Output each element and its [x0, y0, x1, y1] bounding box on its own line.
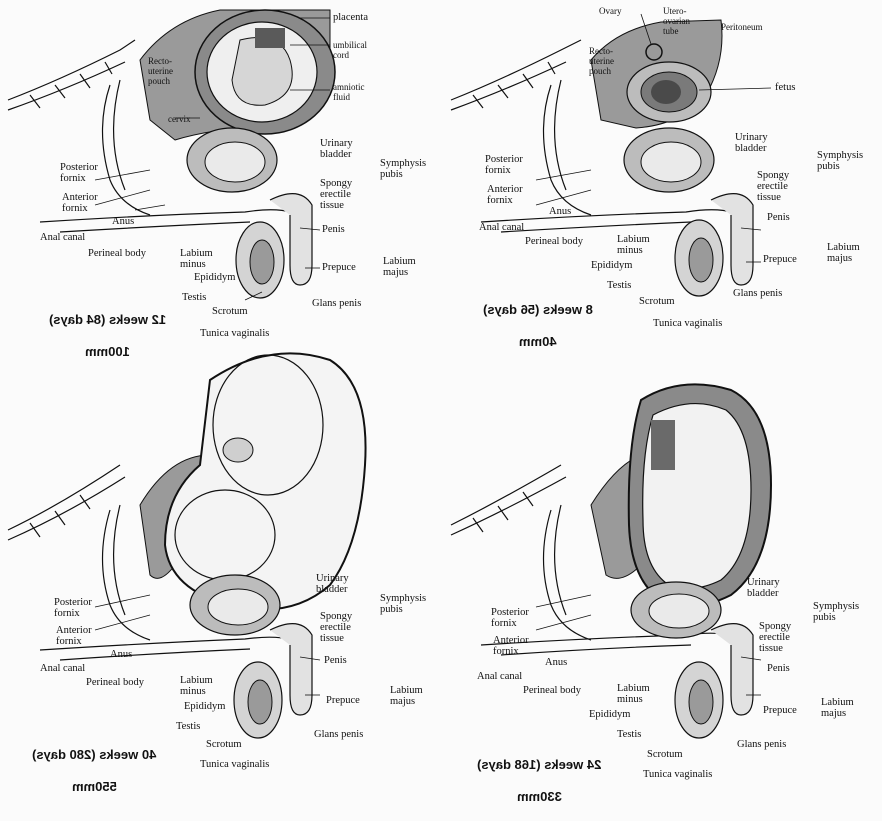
- label-fetus: fetus: [775, 82, 796, 93]
- label-prepuce: Prepuce: [763, 705, 797, 716]
- label-umbilical-cord: umbilical cord: [333, 40, 367, 60]
- label-glans-penis: Glans penis: [733, 288, 783, 299]
- label-posterior-fornix: Posterior fornix: [54, 597, 92, 619]
- label-anal-canal: Anal canal: [40, 232, 86, 243]
- label-labium-minus: Labium minus: [617, 234, 650, 256]
- label-labium-majus: Labium majus: [821, 697, 854, 719]
- label-labium-minus: Labium minus: [617, 683, 650, 705]
- label-glans-penis: Glans penis: [312, 298, 362, 309]
- label-perineal-body: Perineal body: [523, 685, 582, 696]
- panel-24-weeks: Urinary bladder Symphysis pubis Posterio…: [441, 345, 882, 804]
- label-prepuce: Prepuce: [326, 695, 360, 706]
- label-scrotum: Scrotum: [206, 739, 242, 750]
- label-spongy-erectile-tissue: Spongy erectile tissue: [759, 621, 792, 654]
- label-prepuce: Prepuce: [763, 254, 797, 265]
- label-anterior-fornix: Anterior fornix: [56, 625, 92, 647]
- label-peritoneum: Peritoneum: [721, 22, 763, 32]
- label-perineal-body: Perineal body: [86, 677, 145, 688]
- label-amniotic-fluid: amniotic fluid: [333, 82, 365, 102]
- label-labium-majus: Labium majus: [383, 256, 416, 278]
- label-labium-minus: Labium minus: [180, 248, 213, 270]
- label-labium-minus: Labium minus: [180, 675, 213, 697]
- panel-12-weeks: placenta umbilical cord Recto- uterine p…: [0, 0, 441, 359]
- label-posterior-fornix: Posterior fornix: [60, 162, 98, 184]
- label-recto-uterine-pouch: Recto- uterine pouch: [589, 46, 614, 76]
- label-perineal-body: Perineal body: [88, 248, 147, 259]
- label-anus: Anus: [549, 206, 572, 217]
- label-anterior-fornix: Anterior fornix: [487, 184, 523, 206]
- label-urinary-bladder: Urinary bladder: [735, 132, 768, 154]
- caption-40-weeks-line1: 40 weeks (280 days): [32, 747, 157, 762]
- label-scrotum: Scrotum: [212, 306, 248, 317]
- label-urinary-bladder: Urinary bladder: [747, 577, 780, 599]
- label-anal-canal: Anal canal: [477, 671, 523, 682]
- label-tunica-vaginalis: Tunica vaginalis: [200, 328, 270, 339]
- label-testis: Testis: [176, 721, 201, 732]
- label-urinary-bladder: Urinary bladder: [320, 138, 353, 160]
- label-labium-majus: Labium majus: [390, 685, 423, 707]
- label-symphysis-pubis: Symphysis pubis: [380, 158, 427, 180]
- caption-24-weeks-line1: 24 weeks (168 days): [477, 757, 602, 772]
- label-symphysis-pubis: Symphysis pubis: [380, 593, 427, 615]
- label-epididym: Epididym: [589, 709, 631, 720]
- label-anal-canal: Anal canal: [40, 663, 86, 674]
- anatomy-illustration-12-weeks: [7, 9, 336, 301]
- label-testis: Testis: [182, 292, 207, 303]
- anatomy-illustration-8-weeks: [450, 13, 772, 297]
- label-tunica-vaginalis: Tunica vaginalis: [200, 759, 270, 770]
- caption-40-weeks-line2: 550mm: [71, 779, 117, 794]
- label-recto-uterine-pouch: Recto- uterine pouch: [148, 56, 173, 86]
- label-ovary: Ovary: [599, 6, 622, 16]
- label-anus: Anus: [112, 216, 135, 227]
- label-cervix: cervix: [168, 114, 191, 124]
- label-anterior-fornix: Anterior fornix: [493, 635, 529, 657]
- caption-24-weeks: 24 weeks (168 days) 330mm: [447, 741, 617, 821]
- label-testis: Testis: [617, 729, 642, 740]
- panel-8-weeks: Ovary Utero- ovarian tube Peritoneum Rec…: [441, 0, 882, 349]
- label-epididym: Epididym: [194, 272, 236, 283]
- label-spongy-erectile-tissue: Spongy erectile tissue: [320, 611, 353, 644]
- label-urinary-bladder: Urinary bladder: [316, 573, 349, 595]
- label-epididym: Epididym: [591, 260, 633, 271]
- label-prepuce: Prepuce: [322, 262, 356, 273]
- label-penis: Penis: [324, 655, 347, 666]
- caption-40-weeks: 40 weeks (280 days) 550mm: [2, 731, 172, 811]
- label-glans-penis: Glans penis: [737, 739, 787, 750]
- label-utero-ovarian-tube: Utero- ovarian tube: [663, 6, 690, 36]
- label-scrotum: Scrotum: [647, 749, 683, 760]
- anatomy-illustration-24-weeks: [450, 383, 773, 739]
- label-tunica-vaginalis: Tunica vaginalis: [653, 318, 723, 329]
- label-anus: Anus: [545, 657, 568, 668]
- label-anus: Anus: [110, 649, 133, 660]
- label-anterior-fornix: Anterior fornix: [62, 192, 98, 214]
- label-spongy-erectile-tissue: Spongy erectile tissue: [757, 170, 790, 203]
- label-penis: Penis: [322, 224, 345, 235]
- label-penis: Penis: [767, 663, 790, 674]
- label-labium-majus: Labium majus: [827, 242, 860, 264]
- label-symphysis-pubis: Symphysis pubis: [813, 601, 860, 623]
- caption-8-weeks-line1: 8 weeks (56 days): [483, 302, 594, 317]
- label-spongy-erectile-tissue: Spongy erectile tissue: [320, 178, 353, 211]
- anatomy-illustration-40-weeks: [7, 352, 367, 739]
- label-testis: Testis: [607, 280, 632, 291]
- label-anal-canal: Anal canal: [479, 222, 525, 233]
- label-perineal-body: Perineal body: [525, 236, 584, 247]
- caption-24-weeks-line2: 330mm: [516, 789, 562, 804]
- label-tunica-vaginalis: Tunica vaginalis: [643, 769, 713, 780]
- caption-12-weeks-line1: 12 weeks (84 days): [48, 312, 166, 327]
- panel-40-weeks: Urinary bladder Symphysis pubis Posterio…: [0, 345, 441, 794]
- label-symphysis-pubis: Symphysis pubis: [817, 150, 864, 172]
- label-posterior-fornix: Posterior fornix: [485, 154, 523, 176]
- label-glans-penis: Glans penis: [314, 729, 364, 740]
- label-posterior-fornix: Posterior fornix: [491, 607, 529, 629]
- label-penis: Penis: [767, 212, 790, 223]
- label-scrotum: Scrotum: [639, 296, 675, 307]
- label-epididym: Epididym: [184, 701, 226, 712]
- label-placenta: placenta: [333, 12, 368, 23]
